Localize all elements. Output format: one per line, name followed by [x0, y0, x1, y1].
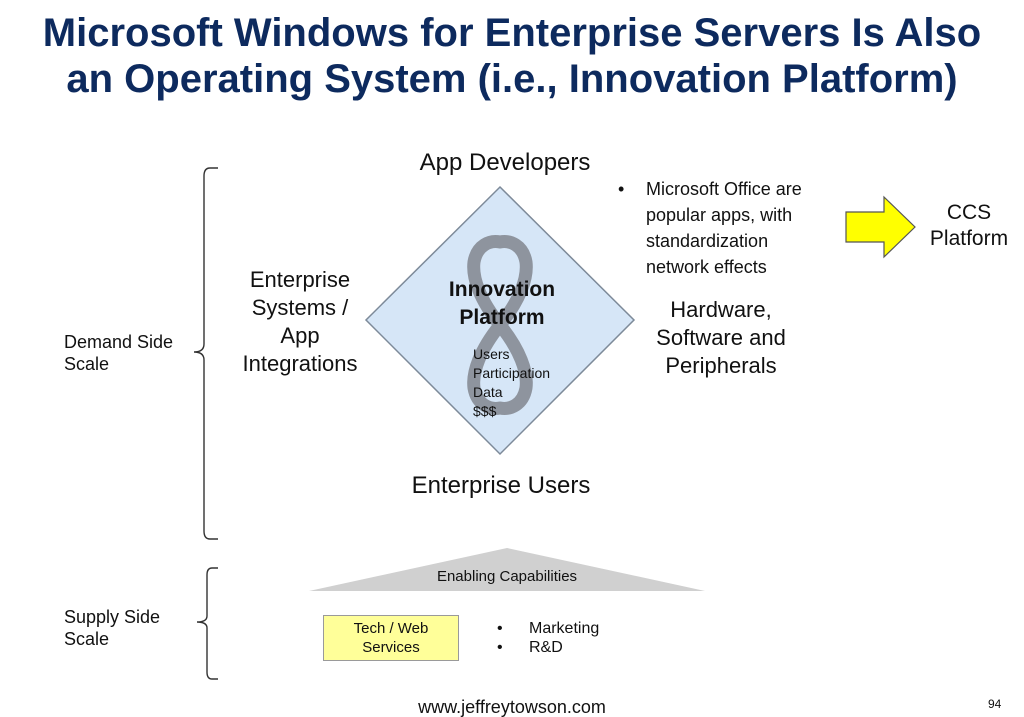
slide-title: Microsoft Windows for Enterprise Servers…	[0, 10, 1024, 102]
platform-items-list: Users Participation Data $$$	[473, 345, 550, 421]
title-line-1: Microsoft Windows for Enterprise Servers…	[42, 11, 982, 55]
hardware-software-label: Hardware, Software and Peripherals	[656, 297, 786, 378]
enabling-triangle	[309, 548, 705, 591]
infinity-icon	[467, 235, 533, 415]
tech-web-services-box: Tech / Web Services	[323, 615, 459, 661]
bullet: •	[618, 179, 625, 199]
demand-side-label: Demand Side Scale	[64, 332, 174, 374]
title-line-2: an Operating System (i.e., Innovation Pl…	[66, 57, 958, 101]
innovation-platform-title: Innovation Platform	[448, 278, 556, 329]
platform-item: Users	[473, 346, 510, 362]
office-note: • Microsoft Office are popular apps, wit…	[618, 176, 802, 280]
enterprise-users-label: Enterprise Users	[411, 472, 591, 499]
list-item: • R&D	[497, 639, 563, 656]
right-arrow-icon	[845, 195, 916, 259]
footer-url: www.jeffreytowson.com	[418, 697, 606, 717]
supply-brace-icon	[196, 567, 218, 680]
supply-bullets: • Marketing • R&D	[497, 619, 599, 657]
platform-item: Participation	[473, 365, 551, 381]
list-item: • Marketing	[497, 620, 600, 637]
enabling-capabilities-label: Enabling Capabilities	[436, 568, 578, 585]
platform-item: Data	[473, 384, 503, 400]
enterprise-systems-label: Enterprise Systems / App Integrations	[242, 267, 358, 376]
demand-brace-icon	[193, 167, 218, 540]
ccs-platform-label: CCS Platform	[929, 201, 1009, 250]
supply-side-label: Supply Side Scale	[64, 607, 161, 649]
app-developers-label: App Developers	[419, 149, 591, 176]
platform-item: $$$	[473, 403, 497, 419]
page-number: 94	[988, 697, 1002, 711]
